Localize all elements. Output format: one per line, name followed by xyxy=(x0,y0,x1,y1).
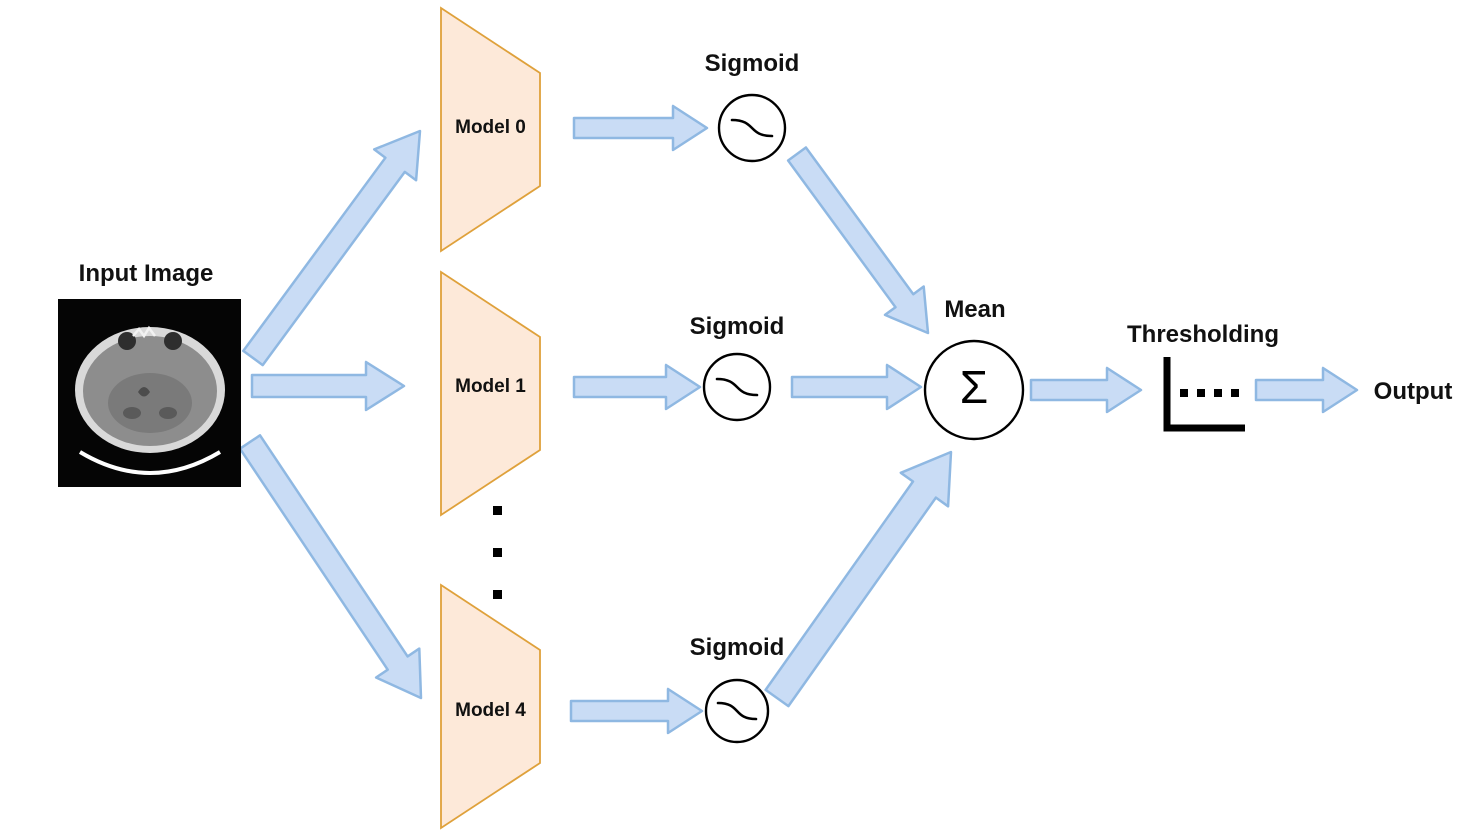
ct-orbit-left xyxy=(118,332,136,350)
arrow-model-4-to-sigmoid-4 xyxy=(569,687,704,735)
arrow-input-to-model-0 xyxy=(242,129,422,367)
arrow-model-1-to-sigmoid-1 xyxy=(572,363,702,411)
model-4-label: Model 4 xyxy=(455,700,526,721)
ellipsis-dot xyxy=(493,548,502,557)
ct-structure-left xyxy=(123,407,141,419)
thresholding-label: Thresholding xyxy=(1127,321,1279,348)
sigmoid-0-curve-icon xyxy=(730,118,774,138)
models-ellipsis xyxy=(493,506,502,599)
ellipsis-dot xyxy=(493,590,502,599)
ellipsis-dot xyxy=(493,506,502,515)
arrows-layer xyxy=(238,104,1359,735)
sigmoid-0-label: Sigmoid xyxy=(704,50,800,77)
mean-label: Mean xyxy=(944,296,1006,323)
arrow-model-0-to-sigmoid-0 xyxy=(572,104,709,152)
sigmoid-1-label: Sigmoid xyxy=(689,313,785,340)
arrow-input-to-model-4 xyxy=(238,434,423,700)
ct-structure-right xyxy=(159,407,177,419)
model-1-shape xyxy=(440,270,541,517)
arrow-sigmoid-1-to-mean xyxy=(790,363,923,411)
ct-ventricle xyxy=(138,387,150,397)
ct-sinus-marks xyxy=(132,325,156,339)
ct-headrest-arc xyxy=(78,450,222,475)
arrow-sigmoid-4-to-mean xyxy=(764,450,953,708)
mean-node xyxy=(923,339,1025,441)
sigmoid-1-curve-icon xyxy=(715,377,759,397)
sigmoid-4-label: Sigmoid xyxy=(689,634,785,661)
ct-orbit-right xyxy=(164,332,182,350)
arrow-sigmoid-0-to-mean xyxy=(786,146,930,335)
arrow-thresholding-to-output xyxy=(1254,366,1359,414)
sigmoid-4-curve-icon xyxy=(716,701,758,721)
model-1-label: Model 1 xyxy=(455,376,526,397)
input-image xyxy=(58,299,241,487)
output-label: Output xyxy=(1373,378,1453,405)
arrow-mean-to-thresholding xyxy=(1029,366,1143,414)
model-0-label: Model 0 xyxy=(455,117,526,138)
sigma-symbol: Σ xyxy=(959,361,989,413)
thresholding-icon xyxy=(1163,357,1247,432)
model-0-shape xyxy=(440,6,541,253)
arrow-input-to-model-1 xyxy=(250,360,406,412)
model-4-shape xyxy=(440,583,541,830)
input-image-label: Input Image xyxy=(78,260,214,287)
ct-brain-inner xyxy=(108,373,192,433)
